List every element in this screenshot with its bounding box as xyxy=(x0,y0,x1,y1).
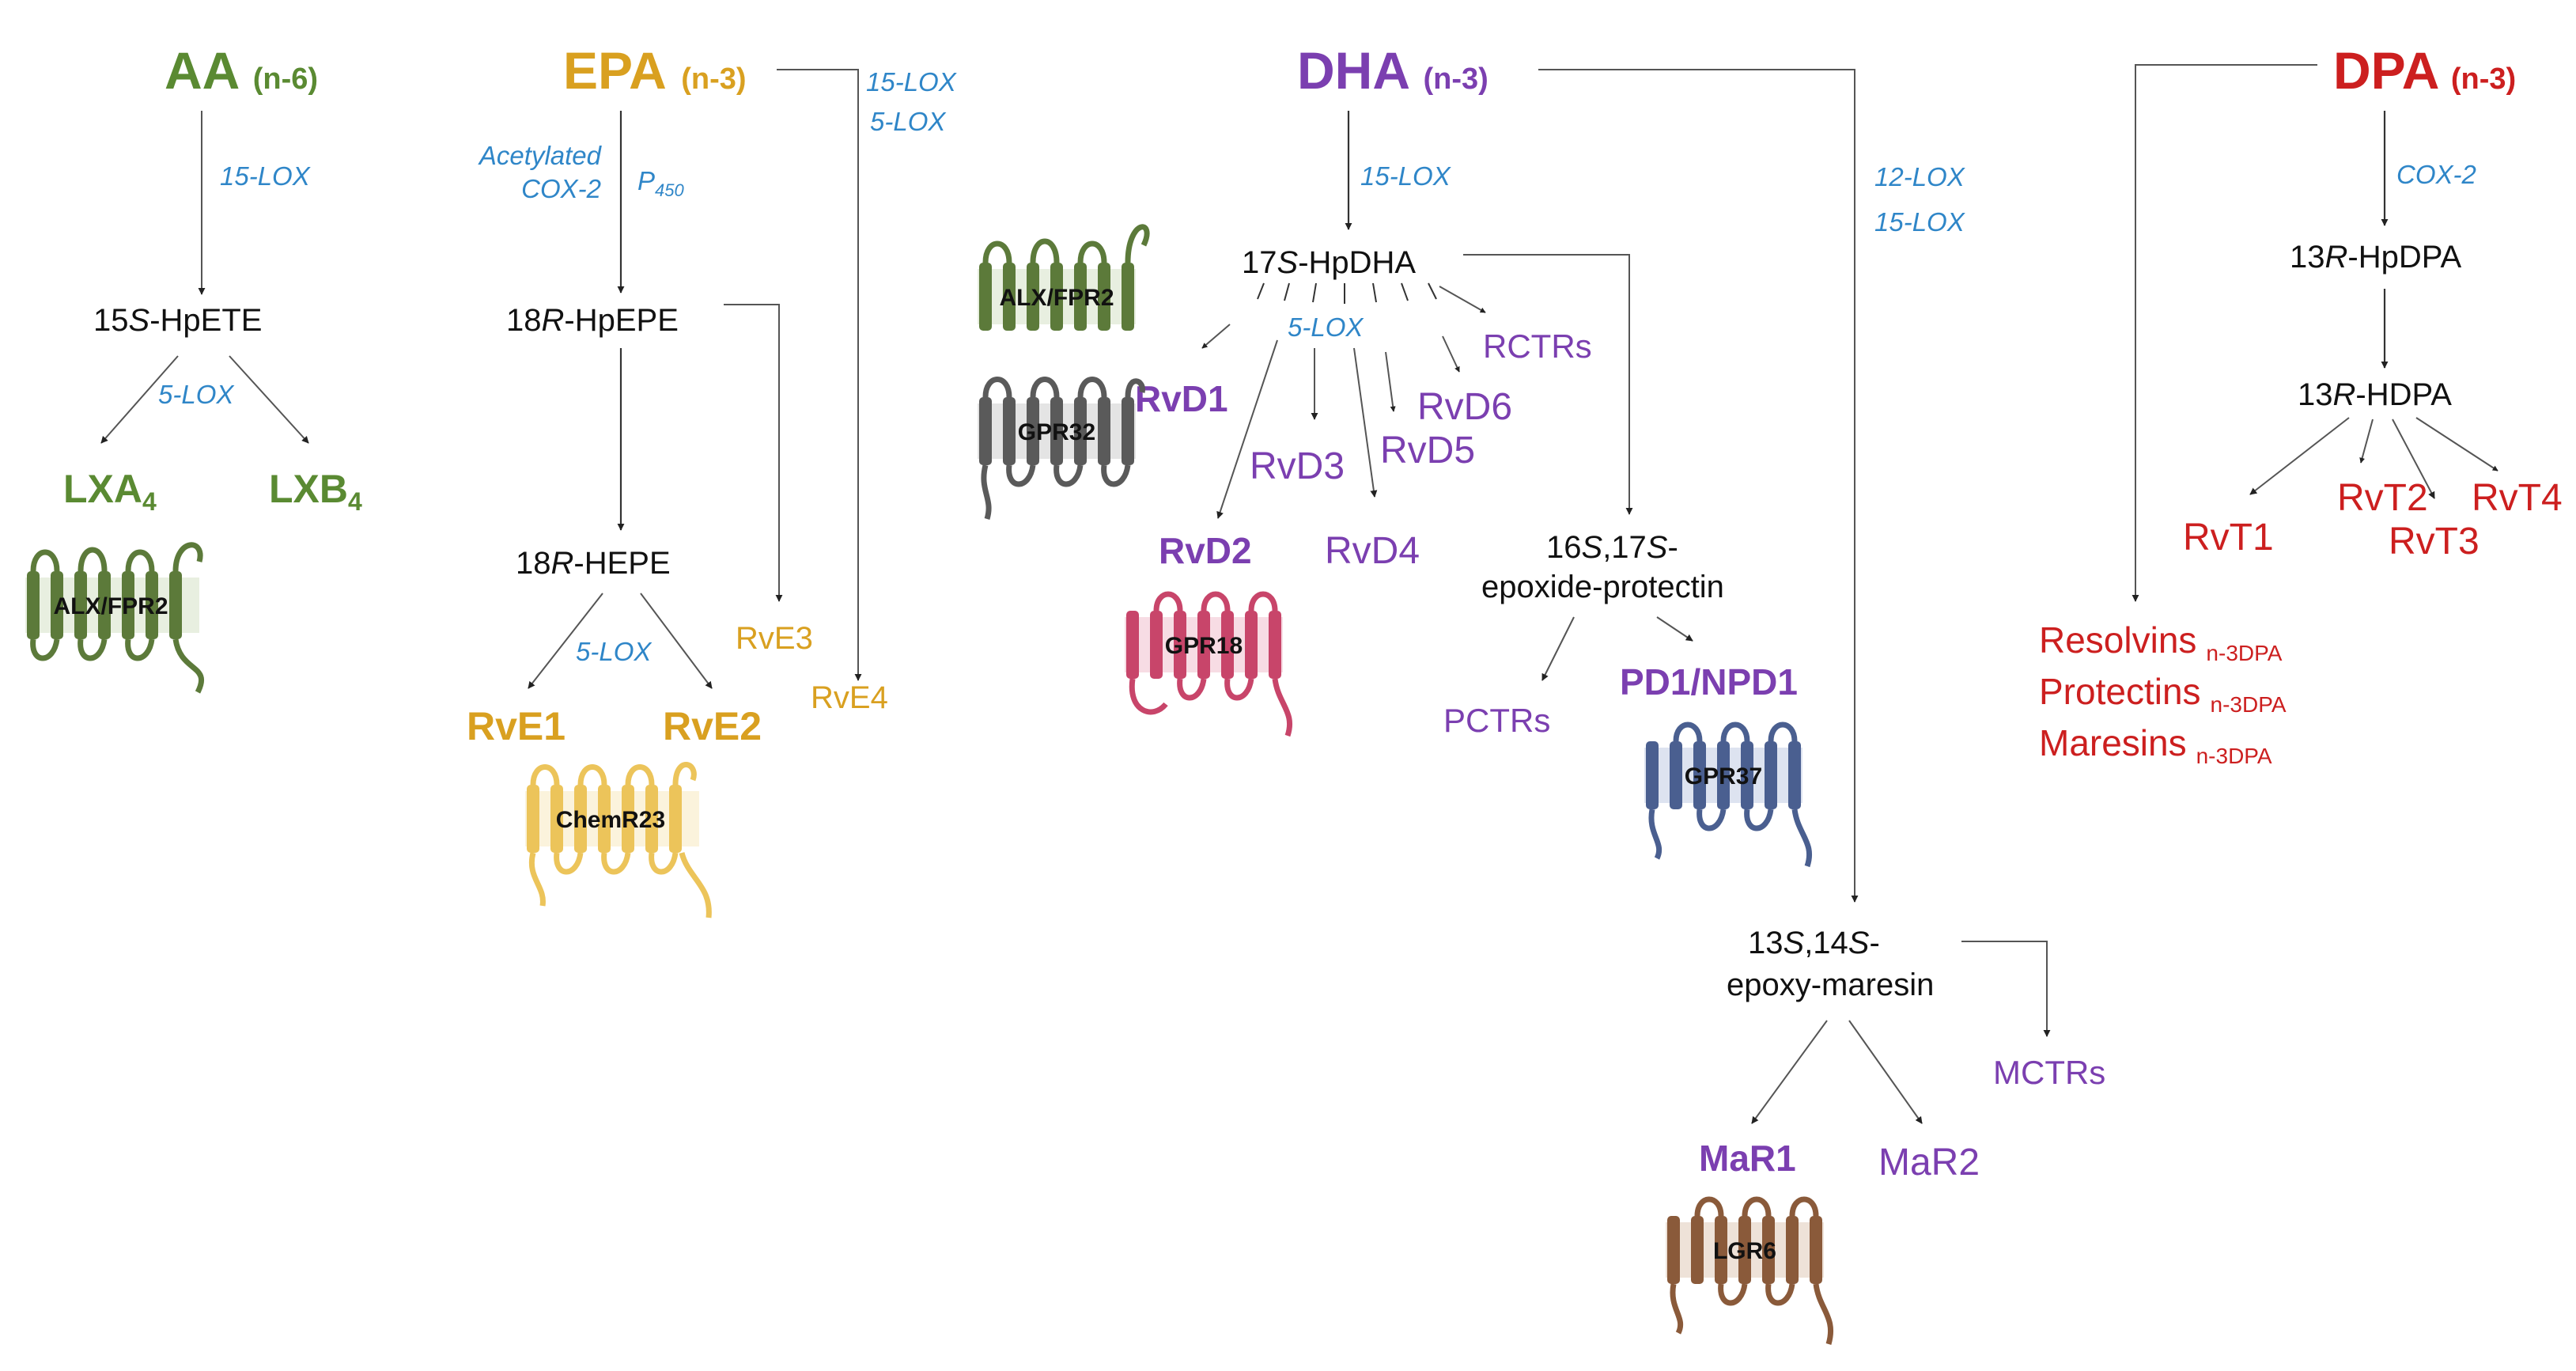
aa-column: AA (n-6) 15-LOX 15S-HpETE 5-LOX LXA4 LXB… xyxy=(25,41,362,694)
epa-cox2-label: COX-2 xyxy=(521,174,601,203)
protectin-node-line1: 16S,17S- xyxy=(1546,530,1678,565)
hpdpa-node: 13R-HpDPA xyxy=(2290,240,2461,275)
hpete-node: 15S-HpETE xyxy=(93,303,262,338)
rvd2-label: RvD2 xyxy=(1159,530,1252,571)
epa-acetylated-label: Acetylated xyxy=(478,141,603,170)
hpepe-to-rve3-connector xyxy=(724,304,783,602)
rve1-label: RvE1 xyxy=(467,704,566,748)
epa-5lox-label: 5-LOX xyxy=(576,637,653,666)
hpdha-to-rvd6-arrow xyxy=(1442,335,1460,373)
hpepe-node: 18R-HpEPE xyxy=(506,303,679,338)
hpdha-to-rvd2-arrow xyxy=(1216,339,1278,519)
epa-to-rve4-connector xyxy=(777,69,862,681)
hdpa-node: 13R-HDPA xyxy=(2298,377,2452,412)
pctrs-label: PCTRs xyxy=(1443,702,1550,739)
protectin-to-pd1-arrow xyxy=(1656,616,1693,642)
rvd1-label: RvD1 xyxy=(1135,378,1228,419)
rvd6-label: RvD6 xyxy=(1417,386,1512,428)
rvt2-label: RvT2 xyxy=(2337,477,2428,519)
svg-text:ChemR23: ChemR23 xyxy=(556,807,665,833)
mar2-label: MaR2 xyxy=(1878,1142,1980,1184)
hpdha-fan-dashes xyxy=(1257,282,1437,304)
maresin-node-line1: 13S,14S- xyxy=(1748,926,1880,960)
hdpa-to-rvt3-arrow xyxy=(2392,418,2435,499)
hpdha-to-rvd4-arrow xyxy=(1353,347,1378,498)
mar1-label: MaR1 xyxy=(1699,1138,1796,1179)
epa-5lox-side-label: 5-LOX xyxy=(870,107,947,136)
hpete-to-lxa-arrow xyxy=(100,355,179,444)
hdpa-to-rvt4-arrow xyxy=(2415,417,2498,472)
dha-15lox-label: 15-LOX xyxy=(1360,161,1452,191)
svg-text:GPR37: GPR37 xyxy=(1685,763,1762,790)
dpa-cox2-label: COX-2 xyxy=(2396,160,2476,189)
hpdha-to-rctrs-arrow xyxy=(1439,286,1486,313)
pd1-label: PD1/NPD1 xyxy=(1620,661,1798,703)
hdpa-to-rvt2-arrow xyxy=(2359,418,2374,464)
dha-column: DHA (n-3) 15-LOX 12-LOX 15-LOX 17S-HpDHA… xyxy=(978,41,2105,1345)
dpa-header: DPA (n-3) xyxy=(2333,41,2516,100)
mctrs-label: MCTRs xyxy=(1993,1054,2105,1091)
hpdha-node: 17S-HpDHA xyxy=(1242,245,1416,280)
gpr32-receptor: GPR32 xyxy=(978,377,1145,521)
aa-5lox-label: 5-LOX xyxy=(158,380,235,409)
lgr6-receptor: LGR6 xyxy=(1666,1196,1834,1345)
rvt1-label: RvT1 xyxy=(2183,517,2274,559)
hpdha-to-rvd5-arrow xyxy=(1385,351,1396,412)
svg-text:ALX/FPR2: ALX/FPR2 xyxy=(999,285,1114,311)
dpa-column: DPA (n-3) COX-2 13R-HpDPA 13R-HDPA RvT2 … xyxy=(2039,41,2563,768)
rvt3-label: RvT3 xyxy=(2389,521,2480,562)
hepe-to-rve2-arrow xyxy=(640,593,713,689)
chemr23-receptor: ChemR23 xyxy=(525,762,712,918)
protectin-node-line2: epoxide-protectin xyxy=(1481,570,1724,604)
hpete-to-lxb-arrow xyxy=(229,355,309,444)
alx-fpr2-receptor-dha: ALX/FPR2 xyxy=(978,224,1150,331)
rvd3-label: RvD3 xyxy=(1250,445,1345,487)
rve3-label: RvE3 xyxy=(736,621,813,656)
dpa-to-families-connector xyxy=(2132,64,2317,602)
maresin-to-mar2-arrow xyxy=(1848,1020,1923,1124)
aa-15lox-label: 15-LOX xyxy=(220,161,312,191)
dha-15lox-b-label: 15-LOX xyxy=(1874,207,1966,237)
svg-text:ALX/FPR2: ALX/FPR2 xyxy=(53,593,168,619)
maresin-to-mctrs-connector xyxy=(1961,941,2051,1037)
protectin-to-pctrs-arrow xyxy=(1541,616,1575,681)
rve2-label: RvE2 xyxy=(663,704,762,748)
hpdha-to-protectin-connector xyxy=(1463,254,1633,515)
hepe-node: 18R-HEPE xyxy=(516,546,671,581)
dha-header: DHA (n-3) xyxy=(1297,41,1488,100)
dha-to-maresin-connector xyxy=(1538,69,1859,903)
rve4-label: RvE4 xyxy=(811,680,888,715)
hepe-to-rve1-arrow xyxy=(528,593,603,689)
rvd4-label: RvD4 xyxy=(1325,530,1420,572)
svg-text:GPR32: GPR32 xyxy=(1018,419,1095,445)
hdpa-to-rvt1-arrow xyxy=(2249,417,2350,495)
rctrs-label: RCTRs xyxy=(1483,328,1592,365)
dha-5lox-label: 5-LOX xyxy=(1288,312,1364,342)
rvt4-label: RvT4 xyxy=(2472,477,2563,519)
epa-header: EPA (n-3) xyxy=(563,41,747,100)
rvd5-label: RvD5 xyxy=(1380,430,1475,472)
epa-p450-label: P450 xyxy=(637,166,684,200)
lxa4-label: LXA4 xyxy=(63,467,157,516)
alx-fpr2-receptor-aa: ALX/FPR2 xyxy=(25,542,205,694)
dha-12lox-label: 12-LOX xyxy=(1874,162,1966,191)
hpdha-to-rvd1-arrow xyxy=(1201,324,1231,349)
maresin-to-mar1-arrow xyxy=(1751,1020,1828,1124)
epa-column: EPA (n-3) Acetylated COX-2 P450 15-LOX 5… xyxy=(467,41,958,918)
aa-header: AA (n-6) xyxy=(165,41,318,100)
gpr18-receptor: GPR18 xyxy=(1125,591,1293,737)
lxb4-label: LXB4 xyxy=(269,467,362,516)
epa-15lox-label: 15-LOX xyxy=(866,67,958,97)
svg-text:LGR6: LGR6 xyxy=(1713,1238,1776,1264)
maresin-node-line2: epoxy-maresin xyxy=(1727,968,1934,1002)
svg-text:GPR18: GPR18 xyxy=(1165,633,1243,659)
gpr37-receptor: GPR37 xyxy=(1644,721,1813,868)
